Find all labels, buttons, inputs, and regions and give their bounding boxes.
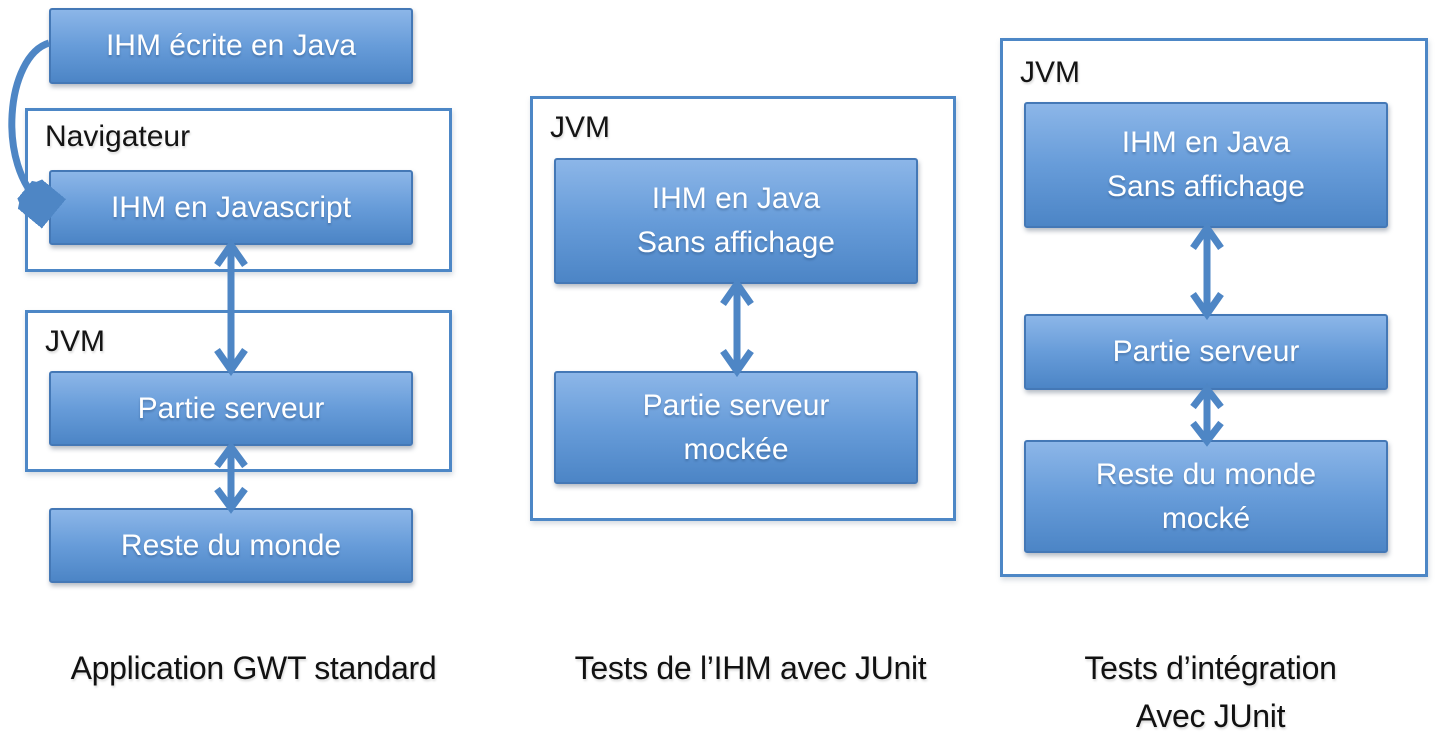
box-ihm-en-javascript: IHM en Javascript bbox=[49, 170, 413, 245]
box-ihm-java-tests-line2: Sans affichage bbox=[637, 226, 835, 259]
box-ihm-ecrite-en-java-label: IHM écrite en Java bbox=[105, 29, 357, 62]
box-reste-du-monde-mocke: Reste du monde mocké bbox=[1024, 440, 1388, 553]
box-partie-serveur-integration-label: Partie serveur bbox=[1112, 335, 1300, 368]
jvm-label-tests-integration: JVM bbox=[1020, 56, 1080, 89]
box-partie-serveur-mockee-line1: Partie serveur bbox=[642, 388, 830, 422]
box-partie-serveur-integration: Partie serveur bbox=[1024, 314, 1388, 390]
box-ihm-java-sans-affichage-integration: IHM en Java Sans affichage bbox=[1024, 102, 1388, 228]
box-partie-serveur-standard-label: Partie serveur bbox=[137, 391, 325, 425]
double-arrow-ihm-mockee-icon bbox=[720, 277, 754, 378]
navigateur-label: Navigateur bbox=[45, 120, 191, 153]
box-ihm-java-sans-affichage-tests: IHM en Java Sans affichage bbox=[554, 158, 918, 284]
box-ihm-java-integration-line1: IHM en Java bbox=[1121, 126, 1291, 159]
box-reste-mocke-line2: mocké bbox=[1161, 501, 1251, 535]
box-ihm-en-javascript-label: IHM en Javascript bbox=[110, 190, 352, 224]
caption-tests-integration-junit: Tests d’intégration Avec JUnit bbox=[997, 644, 1424, 736]
jvm-label-standard: JVM bbox=[45, 325, 105, 358]
box-partie-serveur-mockee-line2: mockée bbox=[683, 432, 789, 466]
box-partie-serveur-standard: Partie serveur bbox=[49, 371, 413, 446]
box-ihm-java-tests-line1: IHM en Java bbox=[651, 182, 821, 215]
box-ihm-java-integration-line2: Sans affichage bbox=[1107, 170, 1305, 203]
double-arrow-serveur-monde-icon bbox=[214, 441, 248, 514]
box-reste-du-monde-label: Reste du monde bbox=[120, 528, 342, 562]
caption-integration-line1: Tests d’intégration bbox=[1084, 650, 1337, 686]
box-reste-mocke-line1: Reste du monde bbox=[1095, 457, 1317, 491]
box-ihm-ecrite-en-java: IHM écrite en Java bbox=[49, 8, 413, 84]
caption-tests-ihm-junit: Tests de l’IHM avec JUnit bbox=[537, 644, 964, 692]
caption-standard-text: Application GWT standard bbox=[70, 650, 437, 686]
double-arrow-ihm-serveur-integration-icon bbox=[1190, 221, 1224, 321]
caption-tests-ihm-text: Tests de l’IHM avec JUnit bbox=[574, 650, 927, 686]
double-arrow-serveur-monde-integration-icon bbox=[1190, 383, 1224, 447]
box-reste-du-monde: Reste du monde bbox=[49, 508, 413, 583]
caption-application-gwt-standard: Application GWT standard bbox=[40, 644, 467, 692]
jvm-label-tests-ihm: JVM bbox=[550, 111, 610, 144]
double-arrow-javascript-serveur-icon bbox=[214, 238, 248, 377]
caption-integration-line2: Avec JUnit bbox=[1135, 698, 1286, 734]
box-partie-serveur-mockee: Partie serveur mockée bbox=[554, 371, 918, 484]
curved-arrow-java-to-javascript-icon bbox=[8, 39, 76, 228]
